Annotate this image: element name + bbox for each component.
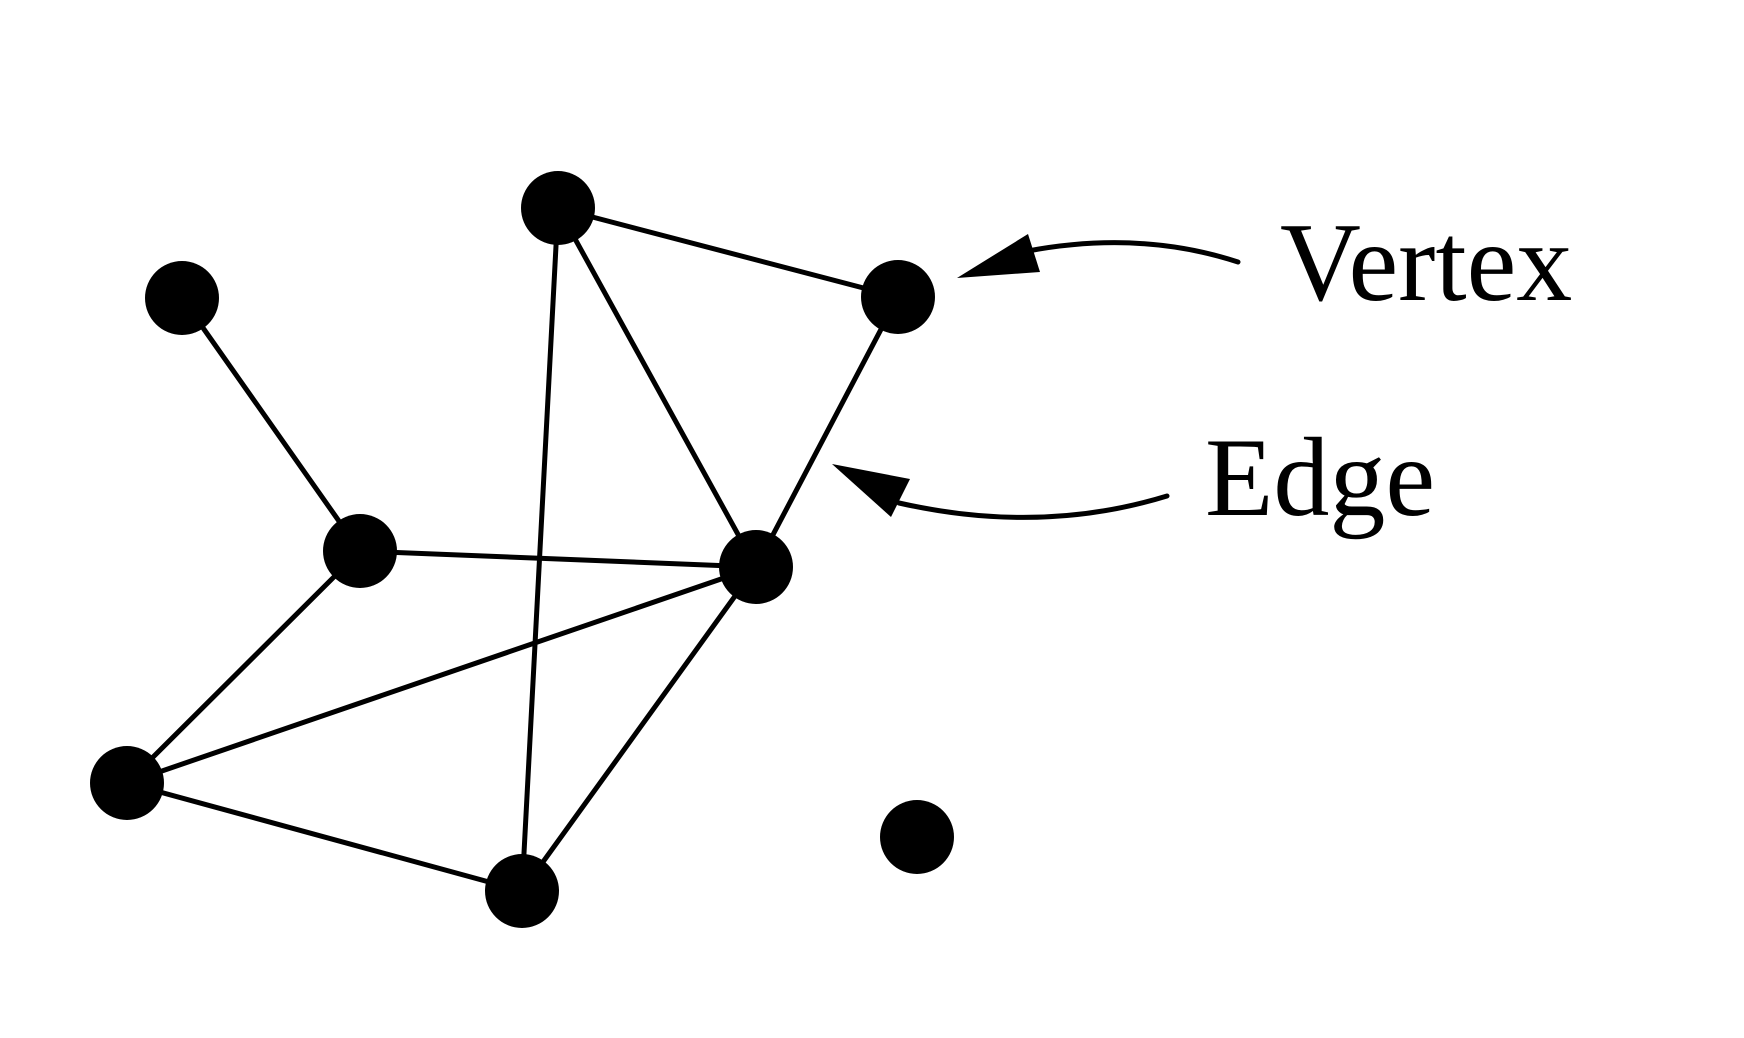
vertex-f xyxy=(90,746,164,820)
edge-d-f xyxy=(124,548,363,786)
vertex-e xyxy=(719,530,793,604)
edge-b-e xyxy=(555,205,759,570)
vertex-d xyxy=(323,514,397,588)
vertex-g xyxy=(485,854,559,928)
edge-c-e xyxy=(753,294,901,570)
edge-e-f xyxy=(124,564,759,786)
edge-pointer-curve xyxy=(896,493,1170,520)
edge-b-g xyxy=(519,205,561,894)
edge-label: Edge xyxy=(1205,416,1435,540)
edge-arrowhead xyxy=(832,464,910,517)
vertex-a xyxy=(145,261,219,335)
edge-a-d xyxy=(179,295,363,554)
edge-f-g xyxy=(124,780,525,894)
vertex-c xyxy=(861,260,935,334)
vertex-b xyxy=(521,171,595,245)
edge-d-e xyxy=(357,548,759,570)
vertex-pointer-curve xyxy=(1025,240,1241,265)
vertex-label: Vertex xyxy=(1280,201,1572,325)
vertex-pointer xyxy=(957,234,1241,278)
vertices xyxy=(90,171,954,928)
vertex-isolated xyxy=(880,800,954,874)
edge-pointer xyxy=(832,464,1170,520)
edges xyxy=(124,205,901,894)
vertex-arrowhead xyxy=(957,234,1040,278)
edge-e-g xyxy=(519,564,759,894)
edge-b-c xyxy=(555,205,901,300)
